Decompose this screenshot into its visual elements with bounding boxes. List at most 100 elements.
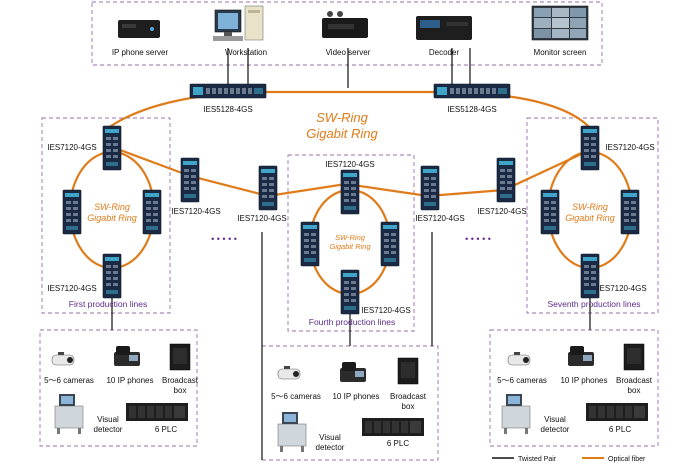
switch-chain-3 [420, 165, 440, 211]
monitor-icon [531, 5, 589, 41]
cameras-label: 5～6 cameras [497, 376, 547, 385]
visual-detector-label-2: detector [316, 443, 345, 452]
fourth-sub-ring-label-2: Gigabit Ring [329, 242, 371, 251]
plc-label: 6 PLC [155, 425, 177, 434]
main-ring-label-1: SW-Ring [316, 110, 369, 125]
visual-detector-label-1: Visual [319, 433, 341, 442]
switch-fourth-bottom-label: IES7120-4GS [361, 306, 410, 315]
broadcast-label-2: box [402, 402, 415, 411]
server-box-icon [118, 20, 160, 38]
first-sub-ring-label-1: SW-Ring [94, 202, 130, 212]
broadcast-label-1: Broadcast [390, 392, 427, 401]
phones-label: 10 IP phones [560, 376, 607, 385]
decoder-icon [416, 16, 472, 40]
visual-detector-label-1: Visual [544, 415, 566, 424]
core-switch-right: IES5128-4GS [433, 83, 511, 114]
phones-label: 10 IP phones [106, 376, 153, 385]
ellipsis-left: • • • • • [211, 234, 237, 244]
cameras-label: 5～6 cameras [271, 392, 321, 401]
core-switch-left: IES5128-4GS [189, 83, 267, 114]
seventh-field-box [489, 329, 659, 447]
broadcast-label-1: Broadcast [162, 376, 199, 385]
visual-detector-label-2: detector [541, 425, 570, 434]
switch-seventh-top-label: IES7120-4GS [605, 143, 654, 152]
twisted-link-top [227, 48, 471, 88]
switch-first-right [142, 189, 162, 235]
fourth-field-devices: 5～6 cameras 10 IP phones Broadcast box V… [271, 357, 427, 453]
plc-label: 6 PLC [609, 425, 631, 434]
switch-chain-1-label: IES7120-4GS [171, 207, 220, 216]
camera-icon [51, 351, 75, 366]
switch-seventh-right [620, 189, 640, 235]
seventh-line-box [526, 117, 659, 314]
switch-first-left [62, 189, 82, 235]
plc-icon [586, 403, 648, 421]
switch-fourth-right [380, 221, 400, 267]
switch-fourth-left [300, 221, 320, 267]
visual-detector-label-1: Visual [97, 415, 119, 424]
switch-fourth-bottom [340, 269, 360, 315]
seventh-sub-ring-label-1: SW-Ring [572, 202, 608, 212]
plc-icon [126, 403, 188, 421]
ip-phone-icon [114, 346, 140, 366]
decoder: Decoder [416, 16, 472, 57]
ip-phone-icon [340, 362, 366, 382]
broadcast-box-icon [623, 343, 645, 371]
monitor-screen: Monitor screen [531, 5, 589, 57]
switch-chain-2-label: IES7120-4GS [237, 214, 286, 223]
top-devices-box [91, 1, 603, 66]
broadcast-box-icon [397, 357, 419, 385]
fourth-sub-ring-label-1: SW-Ring [335, 233, 366, 242]
switch-first-bottom-label: IES7120-4GS [47, 284, 96, 293]
cameras-label: 5～6 cameras [44, 376, 94, 385]
first-sub-ring-label-2: Gigabit Ring [87, 213, 137, 223]
broadcast-box-icon [169, 343, 191, 371]
monitor-screen-label: Monitor screen [534, 48, 587, 57]
broadcast-label-1: Broadcast [616, 376, 653, 385]
workstation-icon [213, 5, 264, 41]
visual-detector-icon [501, 393, 531, 435]
visual-detector-icon [54, 393, 84, 435]
switch-first-bottom [102, 253, 122, 299]
workstation: Workstation [213, 5, 267, 57]
core-switch-left-label: IES5128-4GS [203, 105, 252, 114]
main-ring-label-2: Gigabit Ring [306, 126, 378, 141]
seventh-sub-ring-label-2: Gigabit Ring [565, 213, 615, 223]
switch-seventh-left [540, 189, 560, 235]
switch-first-top [102, 125, 122, 171]
decoder-label: Decoder [429, 48, 460, 57]
switch-first-top-label: IES7120-4GS [47, 143, 96, 152]
switch-chain-2 [258, 165, 278, 211]
ip-phone-server: IP phone server [112, 20, 169, 57]
broadcast-label-2: box [628, 386, 641, 395]
switch-chain-1 [180, 157, 200, 203]
phones-label: 10 IP phones [332, 392, 379, 401]
plc-label: 6 PLC [387, 439, 409, 448]
first-line-box [41, 117, 171, 314]
switch-chain-4-label: IES7120-4GS [477, 207, 526, 216]
ip-phone-icon [568, 346, 594, 366]
workstation-label: Workstation [225, 48, 267, 57]
seventh-production-line-label: Seventh production lines [547, 299, 640, 309]
switch-seventh-bottom [580, 253, 600, 299]
fourth-production-line-label: Fourth production lines [309, 317, 395, 327]
first-production-line-label: First production lines [69, 299, 147, 309]
video-server: Video server [322, 11, 371, 57]
visual-detector-icon [277, 411, 307, 453]
first-field-devices: 5～6 cameras 10 IP phones Broadcast box V… [44, 343, 199, 435]
switch-seventh-top [580, 125, 600, 171]
switch-seventh-bottom-label: IES7120-4GS [597, 284, 646, 293]
visual-detector-label-2: detector [94, 425, 123, 434]
camera-icon [277, 365, 301, 380]
broadcast-label-2: box [174, 386, 187, 395]
camera-icon [507, 351, 531, 366]
seventh-field-devices: 5～6 cameras 10 IP phones Broadcast box V… [497, 343, 653, 435]
legend: Twisted Pair Optical fiber [492, 456, 646, 463]
ip-phone-server-label: IP phone server [112, 48, 169, 57]
legend-twisted-label: Twisted Pair [518, 456, 557, 463]
core-switch-right-label: IES5128-4GS [447, 105, 496, 114]
main-fiber-ring [107, 90, 591, 129]
first-field-box [39, 329, 198, 447]
switch-chain-3-label: IES7120-4GS [415, 214, 464, 223]
